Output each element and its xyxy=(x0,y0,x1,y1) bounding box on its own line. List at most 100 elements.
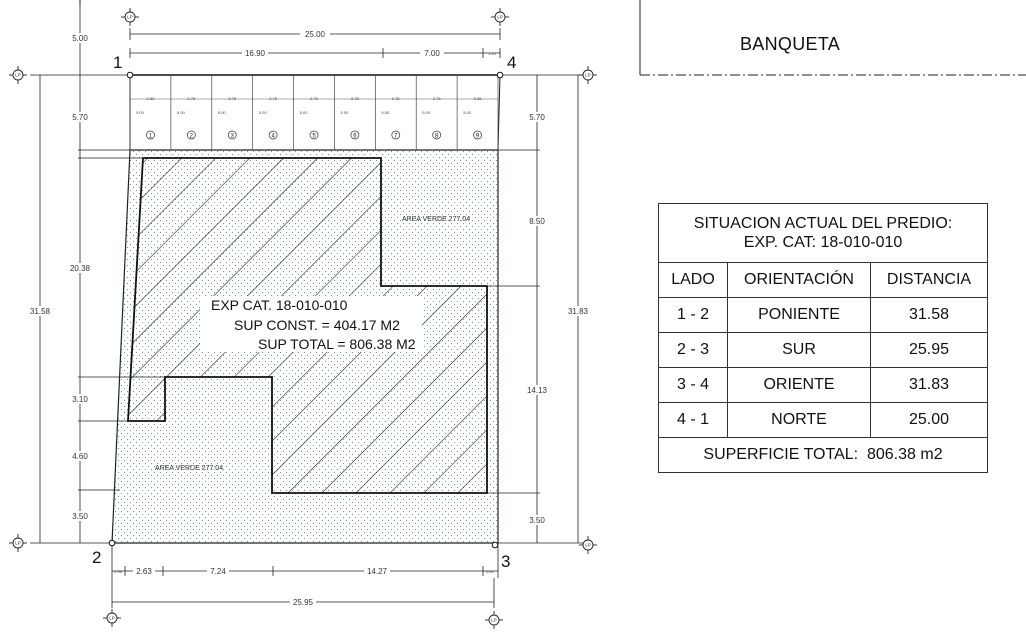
building-label-3: SUP TOTAL = 806.38 M2 xyxy=(258,336,416,352)
table-title: SITUACION ACTUAL DEL PREDIO: EXP. CAT: 1… xyxy=(658,203,988,263)
parking-number: 1 xyxy=(149,134,153,140)
stall-width-text: 2.75 xyxy=(187,96,196,101)
table-header-row: LADO ORIENTACIÓN DISTANCIA xyxy=(658,262,988,298)
stall-depth-text: 5.00 xyxy=(136,110,145,115)
dim-top-left-text: 16.90 xyxy=(245,49,266,58)
dim-left-seg5-text: 3.50 xyxy=(72,512,88,521)
dim-right-seg2-text: 8.50 xyxy=(529,217,545,226)
stall-depth-text: 5.00 xyxy=(341,110,350,115)
table-row: 2 - 3 SUR 25.95 xyxy=(658,332,988,368)
stall-width-text: 2.75 xyxy=(310,96,319,101)
cell-distancia: 31.58 xyxy=(870,297,988,333)
lp-marker-label: LP xyxy=(15,541,21,546)
parking-number: 9 xyxy=(476,134,480,140)
parking-number-circle xyxy=(268,130,278,140)
corner-label-1: 1 xyxy=(113,53,122,72)
lp-marker-label: LP xyxy=(491,618,497,623)
col-header-lado: LADO xyxy=(658,262,728,298)
parking-number: 7 xyxy=(394,134,398,140)
stall-depth-text: 5.00 xyxy=(463,110,472,115)
table-row: 1 - 2 PONIENTE 31.58 xyxy=(658,297,988,333)
parking-number-circle xyxy=(391,130,401,140)
stall-depth-text: 5.00 xyxy=(177,110,186,115)
parking-number-circle xyxy=(432,130,442,140)
dim-bottom-seg4-text: 14.27 xyxy=(367,567,388,576)
green-area-label-bottom: AREA VERDE 277.04 xyxy=(155,465,223,472)
banqueta-label: BANQUETA xyxy=(740,34,841,54)
lot-info-table: SITUACION ACTUAL DEL PREDIO: EXP. CAT: 1… xyxy=(658,203,988,473)
stall-width-text: 2.75 xyxy=(228,96,237,101)
cell-distancia: 25.00 xyxy=(870,402,988,438)
table-row: 4 - 1 NORTE 25.00 xyxy=(658,402,988,438)
cell-lado: 3 - 4 xyxy=(658,367,728,403)
parking-number-circle xyxy=(186,130,196,140)
stall-width-text: 2.75 xyxy=(269,96,278,101)
stall-depth-text: 5.00 xyxy=(300,110,309,115)
parking-number-circle xyxy=(473,130,482,140)
parking-number-circle xyxy=(350,130,360,140)
stall-width-text: 2.52 xyxy=(147,96,156,101)
dim-bottom-seg5-text: 0.83 xyxy=(486,569,495,574)
dim-bottom-seg1-text: 0.98 xyxy=(114,569,123,574)
parking-number: 8 xyxy=(435,134,439,140)
dim-left-seg3-text: 3.10 xyxy=(72,395,88,404)
lp-marker-label: LP xyxy=(109,616,115,621)
dim-left-setback-text: 5.00 xyxy=(72,34,88,43)
cell-lado: 4 - 1 xyxy=(658,402,728,438)
parking-number-circle xyxy=(309,130,319,140)
cell-orientacion: SUR xyxy=(727,332,871,368)
table-row: 3 - 4 ORIENTE 31.83 xyxy=(658,367,988,403)
lp-marker-label: LP xyxy=(127,15,133,20)
stall-width-text: 2.06 xyxy=(474,96,483,101)
extension-lines xyxy=(30,74,590,544)
dim-bottom-seg2-text: 2.63 xyxy=(136,567,152,576)
table-title-line1: SITUACION ACTUAL DEL PREDIO: xyxy=(693,215,953,232)
table-title-line2: EXP. CAT: 18-010-010 xyxy=(743,234,903,251)
building-label-2: SUP CONST. = 404.17 M2 xyxy=(234,317,400,333)
parking-number: 3 xyxy=(231,134,235,140)
dim-right-seg4-text: 3.50 xyxy=(529,516,545,525)
dim-right-segments: 5.70 8.50 14.13 3.50 xyxy=(526,75,548,543)
dim-right-seg3-text: 14.13 xyxy=(527,386,548,395)
corner-label-3: 3 xyxy=(501,552,510,571)
cell-orientacion: ORIENTE xyxy=(727,367,871,403)
stall-width-text: 2.75 xyxy=(351,96,360,101)
stall-width-text: 2.75 xyxy=(392,96,401,101)
dim-bottom-total: 25.95 xyxy=(111,578,495,608)
dim-left-seg1-text: 5.70 xyxy=(72,113,88,122)
cell-orientacion: PONIENTE xyxy=(727,297,871,333)
dim-right-total: 31.83 xyxy=(567,75,589,543)
dim-left-total-text: 31.58 xyxy=(30,307,51,316)
col-header-distancia: DISTANCIA xyxy=(870,262,988,298)
cell-lado: 1 - 2 xyxy=(658,297,728,333)
dim-top-split: 16.90 7.00 1.10 xyxy=(129,48,501,58)
stall-depth-text: 5.00 xyxy=(381,110,390,115)
dim-bottom-segments: 0.98 2.63 7.24 14.27 0.83 xyxy=(111,543,499,578)
table-total-row: SUPERFICIE TOTAL: 806.38 m2 xyxy=(658,437,988,473)
dim-bottom-seg3-text: 7.24 xyxy=(210,567,226,576)
lp-marker-label: LP xyxy=(15,73,21,78)
cell-orientacion: NORTE xyxy=(727,402,871,438)
banqueta-frame xyxy=(79,0,1026,76)
building-label-1: EXP CAT. 18-010-010 xyxy=(211,297,348,313)
cell-lado: 2 - 3 xyxy=(658,332,728,368)
dim-top-right-text: 7.00 xyxy=(424,49,440,58)
parking-number-circle xyxy=(146,130,155,140)
dim-left-seg2-text: 20.38 xyxy=(70,264,91,273)
total-cell: SUPERFICIE TOTAL: 806.38 m2 xyxy=(658,437,988,473)
dim-top-total: 25.00 xyxy=(129,28,501,40)
lp-marker-label: LP xyxy=(585,543,591,548)
stall-depth-text: 5.00 xyxy=(422,110,431,115)
stall-width-text: 2.75 xyxy=(433,96,442,101)
dim-top-total-text: 25.00 xyxy=(305,30,326,39)
corner-label-4: 4 xyxy=(507,53,516,72)
dim-left-segments: 5.00 5.70 20.38 3.10 4.60 3.50 xyxy=(69,5,91,543)
lp-marker-label: LP xyxy=(585,73,591,78)
dim-top-small-text: 1.10 xyxy=(488,51,497,56)
green-area-label-top: AREA VERDE 277.04 xyxy=(402,216,470,223)
parking-number-circle xyxy=(227,130,237,140)
parking-stalls: 2.525.0012.755.0022.755.0032.755.0042.75… xyxy=(129,75,499,150)
corner-label-2: 2 xyxy=(92,548,101,567)
